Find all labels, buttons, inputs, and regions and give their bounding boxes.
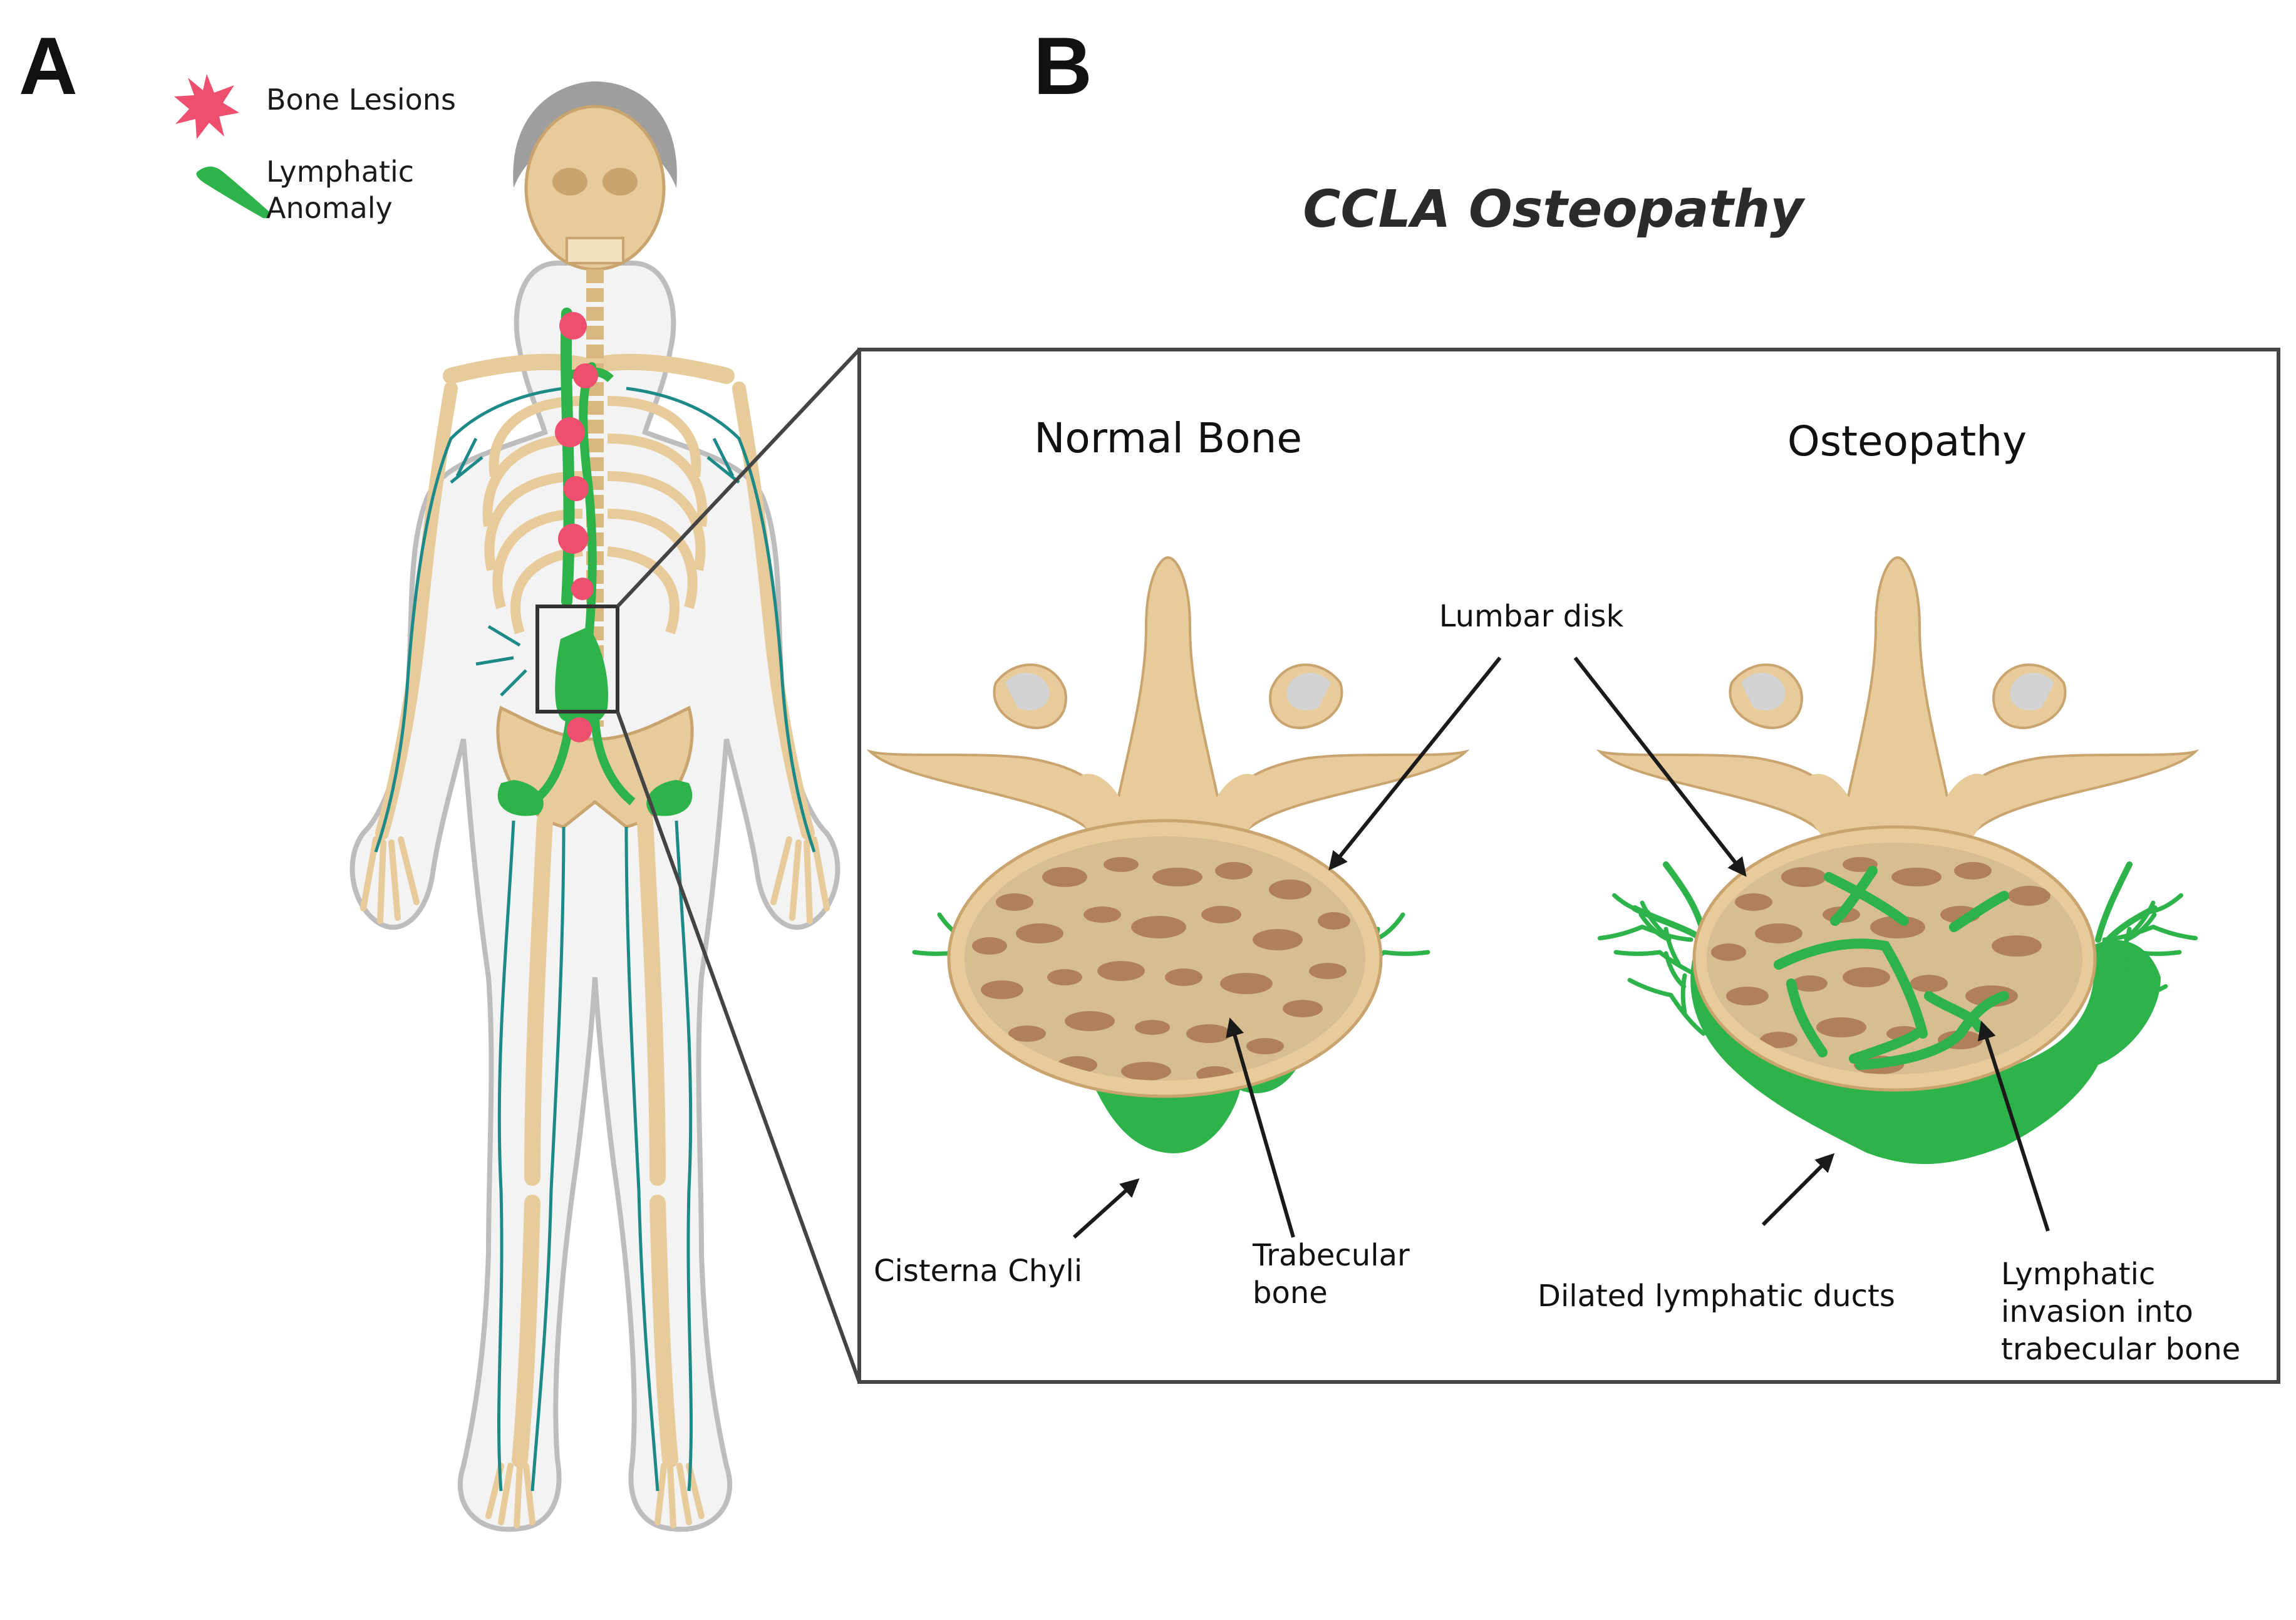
body-illustration — [349, 81, 840, 1532]
lymphatic-anomaly-icon — [196, 166, 271, 219]
panel-label-a: A — [19, 20, 78, 112]
label-invasion-line1: Lymphatic — [2001, 1257, 2155, 1292]
legend-lymphatic-line1: Lymphatic — [266, 155, 414, 189]
normal-vertebra — [866, 556, 1470, 1153]
label-lumbar-disk: Lumbar disk — [1439, 599, 1624, 634]
panel-b-title: CCLA Osteopathy — [1303, 180, 1806, 239]
lymphatic-invasion — [1774, 866, 2009, 1070]
label-trabecular-line2: bone — [1253, 1275, 1328, 1311]
legend: Bone Lesions Lymphatic Anomaly — [174, 74, 456, 225]
body-silhouette — [349, 261, 840, 1532]
arrow-trabecular-bone — [1226, 1017, 1295, 1238]
label-dilated-ducts: Dilated lymphatic ducts — [1538, 1279, 1895, 1314]
spine-lesions — [555, 312, 598, 742]
panel-label-b: B — [1033, 20, 1092, 112]
label-trabecular-line1: Trabecular — [1252, 1238, 1410, 1273]
zoom-box — [535, 605, 619, 714]
arrow-lumbar-disk-osteopathy — [1573, 657, 1747, 877]
label-invasion-line3: trabecular bone — [2001, 1332, 2240, 1367]
legend-lymphatic-line2: Anomaly — [266, 191, 393, 225]
legend-bone-lesions: Bone Lesions — [266, 83, 456, 117]
dilated-lymphatic-ducts — [1590, 861, 2205, 1165]
label-invasion-line2: invasion into — [2001, 1294, 2193, 1329]
ribcage — [482, 396, 708, 635]
lymphatic-vessels — [374, 387, 816, 1492]
heading-normal-bone: Normal Bone — [1034, 414, 1302, 462]
normal-trabecular-pattern — [972, 857, 1350, 1081]
leg-bones — [512, 813, 678, 1468]
arrow-cisterna-chyli — [1072, 1178, 1140, 1239]
label-cisterna-chyli: Cisterna Chyli — [874, 1254, 1082, 1289]
arrow-lymphatic-invasion — [1977, 1020, 2050, 1232]
heading-osteopathy: Osteopathy — [1787, 417, 2027, 465]
lesion-icon — [174, 74, 239, 139]
arrow-lumbar-disk-normal — [1328, 657, 1502, 871]
arrow-dilated-ducts — [1761, 1153, 1835, 1227]
osteopathy-vertebra — [1590, 556, 2205, 1165]
